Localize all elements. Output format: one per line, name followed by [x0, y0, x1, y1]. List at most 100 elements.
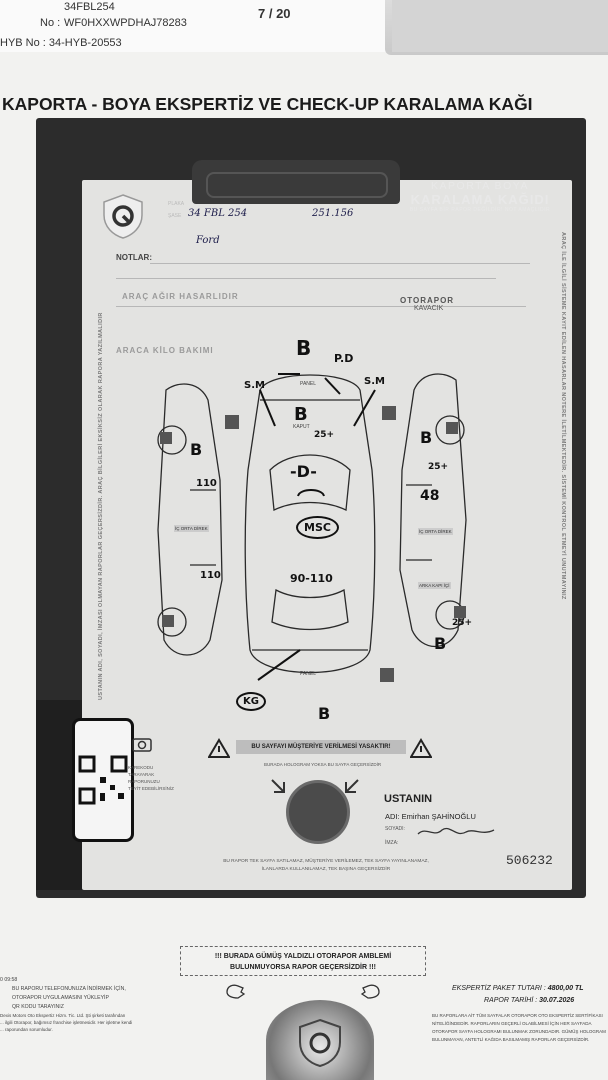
pointing-hand-icon — [226, 984, 246, 999]
panel-label-bottom: PANEL — [300, 671, 317, 677]
master-name: Emirhan ŞAHİNOĞLU — [401, 812, 476, 821]
left-pillar-label: İÇ ORTA DİREK — [174, 525, 209, 532]
part-qr-mark — [162, 615, 174, 627]
part-qr-mark — [446, 422, 458, 434]
qr-instruction-line: TEYİT EDEBİLİRSİNİZ — [128, 786, 174, 791]
mark-b-right: B — [420, 428, 433, 447]
arrow-mark — [259, 389, 276, 427]
car-windshield — [269, 454, 351, 511]
hologram-warning-line: !!! BURADA GÜMÜŞ YALDIZLI OTORAPOR AMBLE… — [214, 953, 392, 960]
form-title-line1: KAPORTA BOYA — [431, 180, 529, 192]
hologram-warning-box: !!! BURADA GÜMÜŞ YALDIZLI OTORAPOR AMBLE… — [180, 946, 426, 976]
qr-instruction-line: KAREKODU — [128, 765, 154, 770]
otorapor-brand: OTORAPOR KAVACIK — [400, 296, 454, 312]
price-label: EKSPERTİZ PAKET TUTARI : — [452, 985, 548, 992]
footer-line: ... raporundan sorumludur. — [0, 1027, 53, 1032]
phone-illustration — [72, 718, 134, 842]
kaput-label: KAPUT — [293, 424, 310, 430]
form-title-block: KAPORTA BOYA KARALAMA KAĞIDI BU SAYFA Bİ… — [390, 180, 570, 213]
mark-110-left-bottom: 110 — [200, 570, 221, 581]
part-qr-mark — [380, 668, 394, 682]
date-value: 30.07.2026 — [539, 997, 575, 1004]
form-title-sub: BU SAYFA BİR RAPOR DEĞİLDİR! NOT AMAÇLID… — [409, 207, 551, 213]
seal-arrows-icon — [271, 779, 359, 793]
footer-line: Dexis Motors Oto Ekspertiz Hizm. Tic. Lt… — [0, 1013, 126, 1018]
hologram-seal — [286, 780, 350, 844]
master-sign-label: İMZA: — [385, 840, 399, 846]
hand-arc — [297, 489, 325, 497]
left-front-wheel — [157, 425, 187, 455]
fine-print: BU RAPORLARA AİT TÜM SAYFALAR OTORAPOR O… — [432, 1013, 606, 1042]
hologram-shield-icon — [299, 1018, 341, 1068]
mark-sm-right: S.M — [364, 376, 385, 387]
chassis-field-label: ŞASE — [168, 213, 182, 219]
arrow-mark — [324, 377, 341, 395]
price-row: EKSPERTİZ PAKET TUTARI : 4800,00 TL — [452, 985, 584, 992]
date-label: RAPOR TARİHİ : — [484, 997, 540, 1004]
qr-instruction-line: RAPORUNUZU — [128, 779, 160, 784]
signature-scribble — [417, 827, 495, 835]
footer-line: 0 09:58 — [0, 977, 18, 983]
notes-line — [150, 263, 530, 264]
page-number: 7 / 20 — [258, 6, 291, 21]
page-curl-shadow — [392, 0, 608, 52]
warning-icon — [410, 738, 432, 758]
arrow-mark — [353, 389, 376, 427]
master-name-row: ADI: Emirhan ŞAHİNOĞLU — [385, 812, 476, 821]
master-name-label: ADI: — [385, 812, 402, 821]
form-title-line2: KARALAMA KAĞIDI — [410, 192, 550, 207]
mark-pd: P.D — [334, 352, 354, 365]
mark-90-110: 90-110 — [290, 572, 333, 585]
panel-label-top: PANEL — [300, 381, 317, 387]
car-right-side-outline — [399, 373, 467, 647]
notes-label: NOTLAR: — [116, 253, 152, 262]
otorapor-shield-icon — [103, 194, 143, 239]
mark-b-bottom: B — [318, 704, 331, 723]
master-surname-label: SOYADI: — [385, 826, 405, 832]
plate-field-labels: PLAKA ŞASE — [168, 190, 184, 222]
arrow-mark — [257, 649, 301, 681]
mark-msc: MSC — [296, 516, 339, 539]
chassis-label: No : — [40, 17, 61, 29]
master-title: USTANIN — [384, 793, 433, 805]
footer-line: ... ilgili Otorapor, bağımsız franchise … — [0, 1020, 133, 1025]
notes-line — [116, 306, 526, 307]
bottom-disclaimer-line: İLANLARDA KULLANILAMAZ, TEK BAŞINA GEÇER… — [261, 867, 391, 872]
mark-48: 48 — [420, 488, 440, 504]
plate-label: PLAKA — [168, 201, 185, 207]
pointing-hand-icon — [360, 984, 380, 999]
footer-line: BU RAPORU TELEFONUNUZA İNDİRMEK İÇİN, — [12, 986, 126, 992]
part-qr-mark — [454, 606, 466, 618]
kilo-watermark: ARACA KİLO BAKIMI — [116, 346, 214, 355]
right-pillar-label: İÇ ORTA DİREK — [418, 528, 453, 535]
part-qr-mark — [225, 415, 239, 429]
bottom-disclaimer: BU RAPOR TEK SAYFA SATILAMAZ, MÜŞTERİYE … — [196, 858, 456, 874]
mark-d-roof: -D- — [290, 462, 317, 481]
customer-warning: BU SAYFAYI MÜŞTERİYE VERİLMESİ YASAKTIR! — [236, 740, 406, 754]
mark-110-left-top: 110 — [196, 478, 217, 489]
mark-sm-left: S.M — [244, 380, 265, 391]
mark-kg: KG — [236, 692, 266, 711]
hologram-note: BURADA HOLOGRAM YOKSA BU SAYFA GEÇERSİZD… — [264, 762, 382, 767]
car-rear-window — [271, 588, 349, 631]
car-diagram — [157, 373, 467, 682]
mark-b-rear-right: B — [434, 634, 447, 653]
hyb-text: HYB No : 34-HYB-20553 — [0, 37, 122, 49]
price-value: 4800,00 TL — [547, 985, 584, 992]
car-top-outline — [244, 374, 376, 674]
mark-tp-rear: 25+ — [452, 618, 473, 628]
hologram-warning-line: BULUNMUYORSA RAPOR GEÇERSİZDİR !!! — [230, 964, 376, 971]
mark-d-hood: B — [294, 404, 308, 425]
serial-number: 506232 — [506, 853, 553, 868]
notes-line — [116, 278, 496, 279]
warning-icon — [208, 738, 230, 758]
left-rear-wheel — [157, 607, 187, 637]
page-title: KAPORTA - BOYA EKSPERTİZ VE CHECK-UP KAR… — [2, 94, 533, 114]
plate-text: 34FBL254 — [64, 1, 115, 13]
clipboard-clip-hole — [206, 172, 388, 198]
date-row: RAPOR TARİHİ : 30.07.2026 — [484, 997, 574, 1004]
part-qr-mark — [160, 432, 172, 444]
otorapor-branch: KAVACIK — [414, 305, 444, 312]
mark-b-left: B — [190, 440, 203, 459]
vertical-note-right: ARAÇ İLE İLGİLİ SİSTEME KAYIT EDİLEN HAS… — [560, 232, 566, 600]
